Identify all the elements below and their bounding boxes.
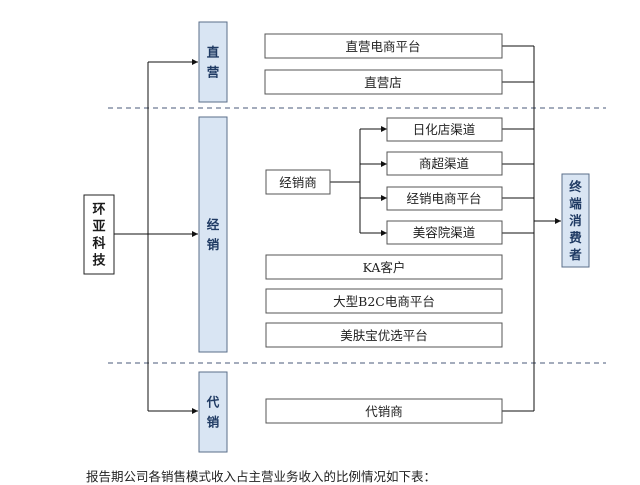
other-node-b2c-label: 大型B2C电商平台 bbox=[333, 294, 435, 309]
channel-direct: 直营 bbox=[198, 21, 228, 103]
company-label: 环亚科技 bbox=[92, 203, 106, 269]
other-node-ka-label: KA客户 bbox=[363, 260, 406, 275]
distributor-node-ecommerce: 经销电商平台 bbox=[386, 186, 503, 211]
distributor-node: 经销商 bbox=[265, 169, 331, 195]
distributor-node-beauty-salon-label: 美容院渠道 bbox=[413, 225, 476, 240]
other-node-b2c: 大型B2C电商平台 bbox=[265, 288, 503, 314]
other-node-ka: KA客户 bbox=[265, 254, 503, 280]
distributor-label: 经销商 bbox=[279, 175, 317, 190]
direct-node-store-label: 直营店 bbox=[364, 75, 402, 90]
channel-direct-label: 直营 bbox=[207, 45, 220, 80]
agency-node: 代销商 bbox=[265, 398, 503, 424]
distributor-connectors bbox=[330, 128, 387, 234]
channel-distribution: 经销 bbox=[198, 116, 228, 353]
distributor-node-beauty-salon: 美容院渠道 bbox=[386, 220, 503, 245]
consumer-connectors bbox=[502, 45, 561, 412]
distributor-node-daily-chem-label: 日化店渠道 bbox=[413, 122, 476, 137]
arrowheads bbox=[192, 59, 561, 414]
company-node: 环亚科技 bbox=[83, 194, 115, 275]
distributor-node-supermarket: 商超渠道 bbox=[386, 151, 503, 176]
agency-node-label: 代销商 bbox=[365, 404, 403, 419]
consumer-node: 终端消费者 bbox=[561, 173, 590, 268]
channel-agency-label: 代销 bbox=[206, 395, 220, 430]
channel-distribution-label: 经销 bbox=[207, 217, 220, 252]
other-node-meifubao-label: 美肤宝优选平台 bbox=[340, 328, 428, 343]
other-node-meifubao: 美肤宝优选平台 bbox=[265, 322, 503, 348]
distributor-node-supermarket-label: 商超渠道 bbox=[419, 156, 470, 171]
consumer-label: 终端消费者 bbox=[568, 179, 582, 262]
direct-node-ecommerce-label: 直营电商平台 bbox=[345, 39, 420, 54]
direct-node-ecommerce: 直营电商平台 bbox=[264, 33, 503, 59]
channel-agency: 代销 bbox=[198, 371, 228, 453]
distributor-node-ecommerce-label: 经销电商平台 bbox=[406, 191, 481, 206]
company-connectors bbox=[114, 61, 198, 412]
direct-node-store: 直营店 bbox=[264, 69, 503, 95]
distributor-node-daily-chem: 日化店渠道 bbox=[386, 117, 503, 142]
caption-text: 报告期公司各销售模式收入占主营业务收入的比例情况如下表： bbox=[86, 469, 437, 484]
sales-channel-diagram: 环亚科技 直营 经销 代销 直营电商平台 直营店 经销商 日化店渠道 商超渠道 … bbox=[83, 21, 606, 453]
